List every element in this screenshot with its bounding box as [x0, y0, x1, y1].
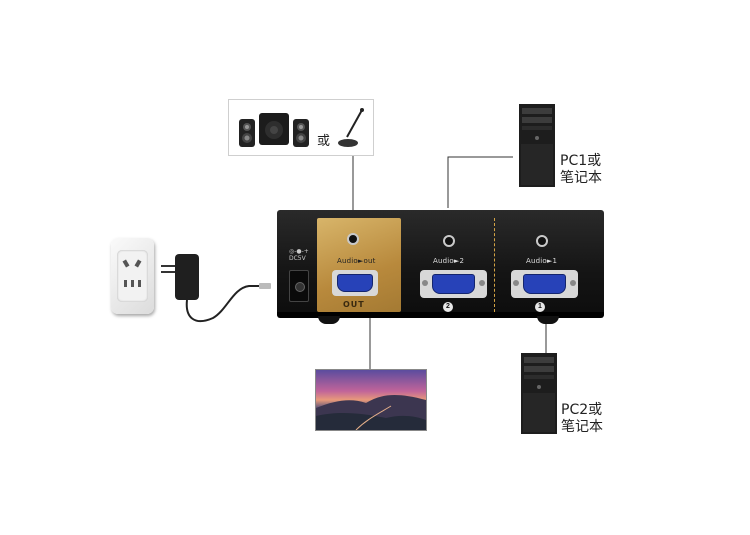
port-1-number-badge: 1 [535, 302, 545, 312]
audio-1-label: Audio►1 [526, 257, 558, 265]
pc2-label-line2: 笔记本 [561, 419, 603, 435]
vga-2-port [420, 270, 487, 298]
vga-out-port [332, 270, 378, 296]
line-pc1-to-port2 [447, 156, 513, 208]
audio-out-jack [347, 233, 359, 245]
power-adapter-icon [161, 254, 271, 323]
subwoofer-icon [259, 113, 289, 145]
dc-label-line2: ◎-●-+ [289, 248, 309, 255]
kvm-switch-base [277, 312, 604, 318]
wall-socket-icon [111, 238, 154, 314]
pc1-label-line2: 笔记本 [560, 170, 602, 186]
audio-2-label: Audio►2 [433, 257, 465, 265]
port-2-number-badge: 2 [443, 302, 453, 312]
speaker-icon [293, 119, 309, 147]
or-label: 或 [317, 134, 331, 149]
port-divider [494, 218, 495, 312]
audio-output-devices-box: 或 [228, 99, 374, 156]
pc1-tower-icon [519, 104, 555, 187]
audio-2-jack [443, 235, 455, 247]
dc-input-label: ◎-●-+ DC5V [289, 248, 309, 262]
device-foot-right [537, 316, 559, 324]
pc1-label-line1: PC1或 [560, 153, 602, 169]
dc-input-port [289, 270, 309, 302]
audio-out-label: Audio►out [337, 257, 376, 265]
dc-label-line1: DC5V [289, 255, 306, 262]
monitor-display-image [315, 369, 427, 431]
pc2-tower-icon [521, 353, 557, 434]
microphone-icon [338, 108, 364, 147]
pc1-label: PC1或 笔记本 [560, 153, 602, 187]
device-foot-left [318, 316, 340, 324]
pc2-label-line1: PC2或 [561, 402, 603, 418]
pc2-label: PC2或 笔记本 [561, 402, 603, 436]
output-panel [317, 218, 401, 312]
vga-1-port [511, 270, 578, 298]
audio-1-jack [536, 235, 548, 247]
speaker-icon [239, 119, 255, 147]
out-label: OUT [343, 300, 365, 309]
